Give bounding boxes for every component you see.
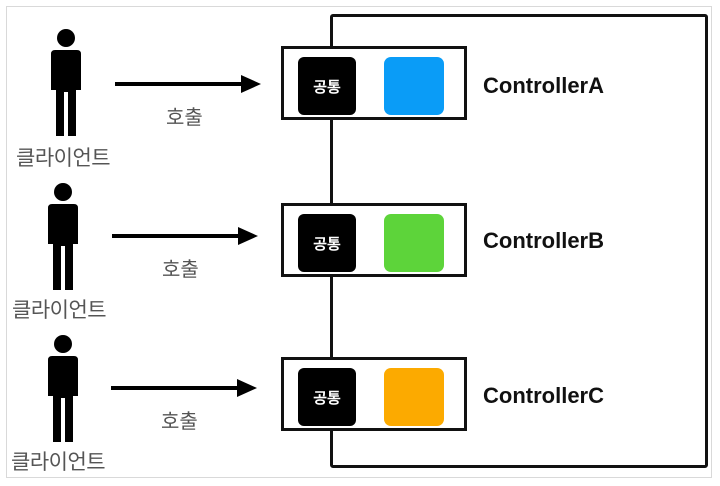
controller-box: 공통	[281, 357, 467, 431]
call-label: 호출	[166, 105, 203, 129]
controller-name: ControllerA	[483, 73, 604, 98]
controller-logic-square	[384, 368, 444, 426]
person-icon	[48, 183, 78, 290]
client-row-b: 클라이언트 호출 공통 ControllerB	[0, 0, 720, 322]
common-block: 공통	[298, 57, 356, 115]
call-label: 호출	[161, 409, 198, 433]
client-label: 클라이언트	[12, 298, 107, 322]
person-icon	[48, 335, 78, 442]
client-row-c: 클라이언트 호출 공통 ControllerC	[0, 0, 720, 474]
diagram-frame	[6, 6, 712, 478]
arrow-right-icon	[112, 227, 258, 245]
call-label: 호출	[162, 257, 199, 281]
controller-box: 공통	[281, 203, 467, 277]
client-label: 클라이언트	[16, 146, 111, 170]
controller-logic-square	[384, 214, 444, 272]
controller-logic-square	[384, 57, 444, 115]
common-block: 공통	[298, 368, 356, 426]
arrow-right-icon	[111, 379, 257, 397]
common-block: 공통	[298, 214, 356, 272]
client-label: 클라이언트	[11, 450, 106, 474]
controller-name: ControllerB	[483, 228, 604, 253]
controller-name: ControllerC	[483, 383, 604, 408]
client-row-a: 클라이언트 호출 공통 ControllerA	[0, 0, 720, 170]
person-icon	[51, 29, 81, 136]
arrow-right-icon	[115, 75, 261, 93]
controller-box: 공통	[281, 46, 467, 120]
